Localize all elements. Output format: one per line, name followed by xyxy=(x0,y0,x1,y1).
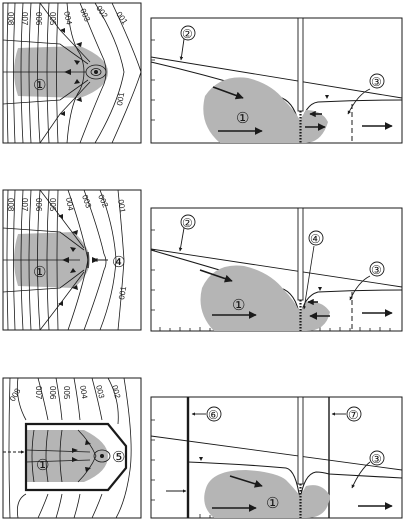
callout-piezometric-surface: ② xyxy=(182,216,193,230)
contour-label: 005 xyxy=(48,198,57,212)
contour-label: 006 xyxy=(48,386,57,400)
callout-downgradient-wall: ⑦ xyxy=(348,408,359,422)
contour-label: 006 xyxy=(34,198,43,212)
callout-water-table: ③ xyxy=(371,452,382,466)
callout-stagnation-point: ④ xyxy=(310,232,321,246)
section-view-1: ② ③ ① xyxy=(150,17,403,144)
contour-label: 004 xyxy=(64,197,75,212)
plume-section-3 xyxy=(204,470,330,518)
section-view-3: ⑥ ⑦ ③ ① xyxy=(150,396,403,519)
callout-piezometric-surface: ② xyxy=(182,27,193,41)
callout-barrier: ⑤ xyxy=(112,449,125,466)
contour-label: 004 xyxy=(62,11,74,26)
callout-plume: ① xyxy=(36,457,49,474)
contour-label: 002 xyxy=(110,384,122,400)
well-casing xyxy=(297,396,304,485)
contour-label: 001 xyxy=(117,285,128,300)
plan-view-3: 008 007 006 005 004 003 002 ① ⑤ xyxy=(2,377,142,519)
contour-label: 006 xyxy=(34,12,43,26)
plume-section-1 xyxy=(203,77,328,143)
contour-label: 007 xyxy=(20,12,29,26)
callout-stagnation-point: ④ xyxy=(112,254,125,271)
callout-plume: ① xyxy=(33,264,46,281)
callout-plume: ① xyxy=(266,495,279,512)
well-casing xyxy=(297,17,304,112)
contour-label: 003 xyxy=(94,384,106,400)
section-view-2: ② ④ ③ ① xyxy=(150,207,403,332)
contour-label: 007 xyxy=(20,198,29,212)
contour-label: 005 xyxy=(48,12,57,26)
barrier-wall xyxy=(24,422,128,492)
contour-label: 001 xyxy=(115,91,126,106)
contour-label: 008 xyxy=(6,198,15,212)
contour-label: 001 xyxy=(116,199,127,214)
callout-water-table: ③ xyxy=(371,263,382,277)
contour-label: 007 xyxy=(34,386,43,400)
callout-plume: ① xyxy=(236,110,249,127)
contour-label: 004 xyxy=(78,385,89,400)
contour-label: 003 xyxy=(80,194,93,210)
callout-water-table: ③ xyxy=(371,75,382,89)
contour-label: 008 xyxy=(6,12,15,26)
callout-plume: ① xyxy=(33,77,46,94)
plan-view-2: 008 007 006 005 004 003 002 001 001 ① ④ xyxy=(2,189,142,331)
callout-upgradient-wall: ⑥ xyxy=(208,408,219,422)
callout-plume: ① xyxy=(232,297,245,314)
well-casing xyxy=(297,207,304,301)
plan-view-1: 008 007 006 005 004 003 002 001 001 ① xyxy=(2,2,142,144)
contour-label: 005 xyxy=(62,386,71,400)
